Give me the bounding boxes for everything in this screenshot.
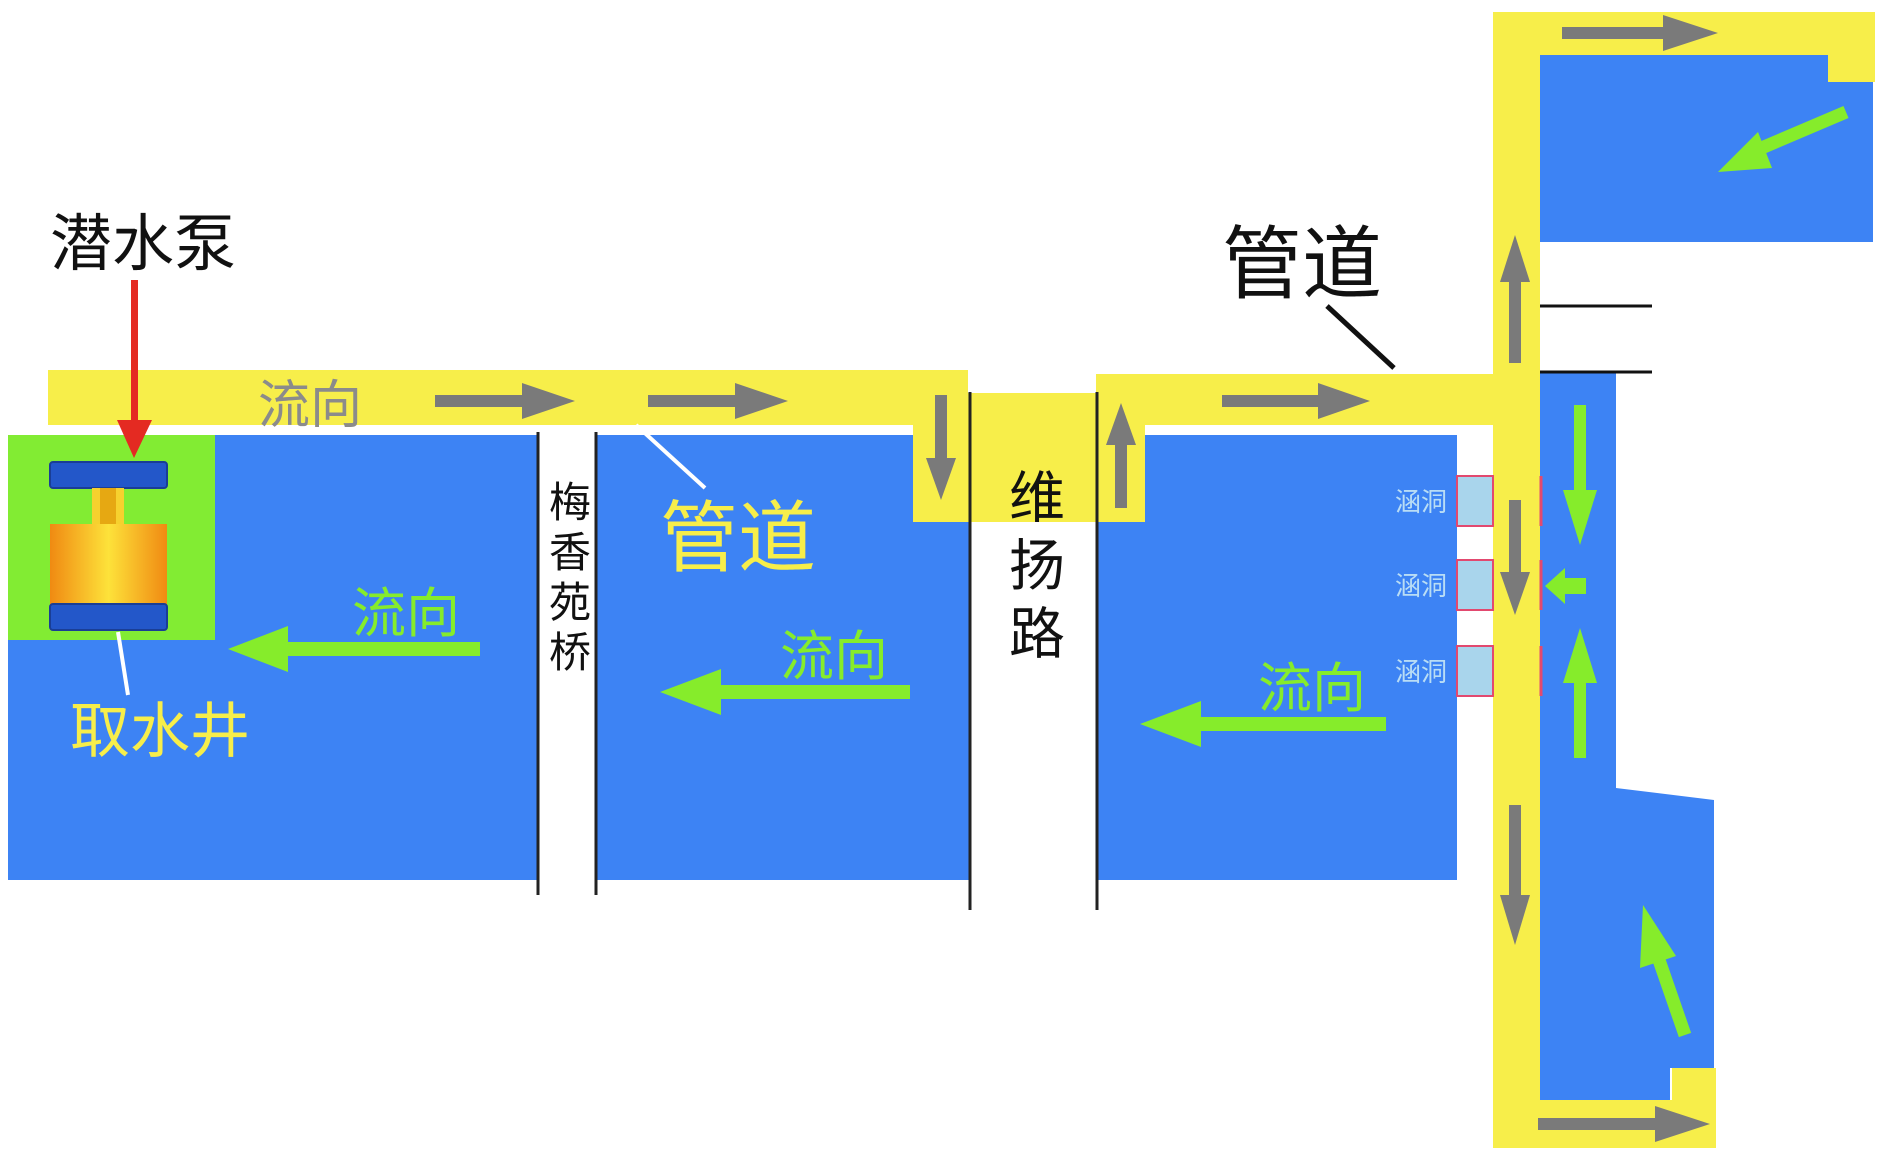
pipe-arrow-right-icon — [1538, 1106, 1710, 1142]
culvert-2 — [1456, 559, 1543, 611]
flow-label: 流向 — [258, 376, 362, 436]
pipe-arrow-up-icon — [1106, 403, 1136, 508]
pipe-leader-line — [1325, 304, 1396, 370]
pump-icon — [49, 461, 168, 631]
flow-arrow-diagonal-icon — [1640, 905, 1692, 1038]
flow-arrow-left-icon — [228, 626, 480, 672]
water-section-3 — [1097, 435, 1457, 880]
culvert-1 — [1456, 475, 1543, 527]
pipe-arrow-right-icon — [1562, 15, 1718, 51]
flow-label: 流向 — [352, 582, 460, 645]
pipe-arrow-down-icon — [926, 395, 956, 500]
culvert-label: 涵洞 — [1395, 572, 1447, 602]
road-label: 维扬路 — [1000, 468, 1065, 672]
pump-label: 潜水泵 — [50, 207, 236, 280]
well-leader-line — [116, 631, 130, 696]
flow-label: 流向 — [1258, 657, 1366, 720]
water-lake-upper — [1540, 55, 1873, 242]
pipe-label: 管道 — [660, 494, 816, 584]
bridge-label: 梅香苑桥 — [543, 480, 592, 680]
culvert-label: 涵洞 — [1395, 488, 1447, 518]
flow-arrow-left-icon — [1140, 701, 1386, 747]
flow-label: 流向 — [780, 625, 888, 688]
culvert-label: 涵洞 — [1395, 658, 1447, 688]
pipe-arrow-right-icon — [648, 383, 788, 419]
flow-arrow-down-icon — [1563, 405, 1597, 545]
flow-arrow-diagonal-icon — [1718, 106, 1849, 172]
pipe-label: 管道 — [1222, 218, 1382, 311]
pipe-arrow-right-icon — [435, 383, 575, 419]
pipe-arrow-up-icon — [1500, 235, 1530, 363]
pipe-arrow-down-icon — [1500, 500, 1530, 615]
flow-arrow-left-icon — [1545, 568, 1586, 604]
pipe-arrow-down-icon — [1500, 805, 1530, 945]
flow-arrow-up-icon — [1563, 628, 1597, 758]
flow-arrow-left-icon — [660, 669, 910, 715]
culvert-3 — [1456, 645, 1543, 697]
water-channel-lower — [1540, 372, 1714, 1100]
intake-well-label: 取水井 — [70, 697, 250, 767]
pipe-leader-line — [634, 423, 707, 490]
water-section-2 — [596, 435, 970, 880]
pipe-arrow-right-icon — [1222, 383, 1370, 419]
pump-arrow-icon — [117, 280, 152, 458]
